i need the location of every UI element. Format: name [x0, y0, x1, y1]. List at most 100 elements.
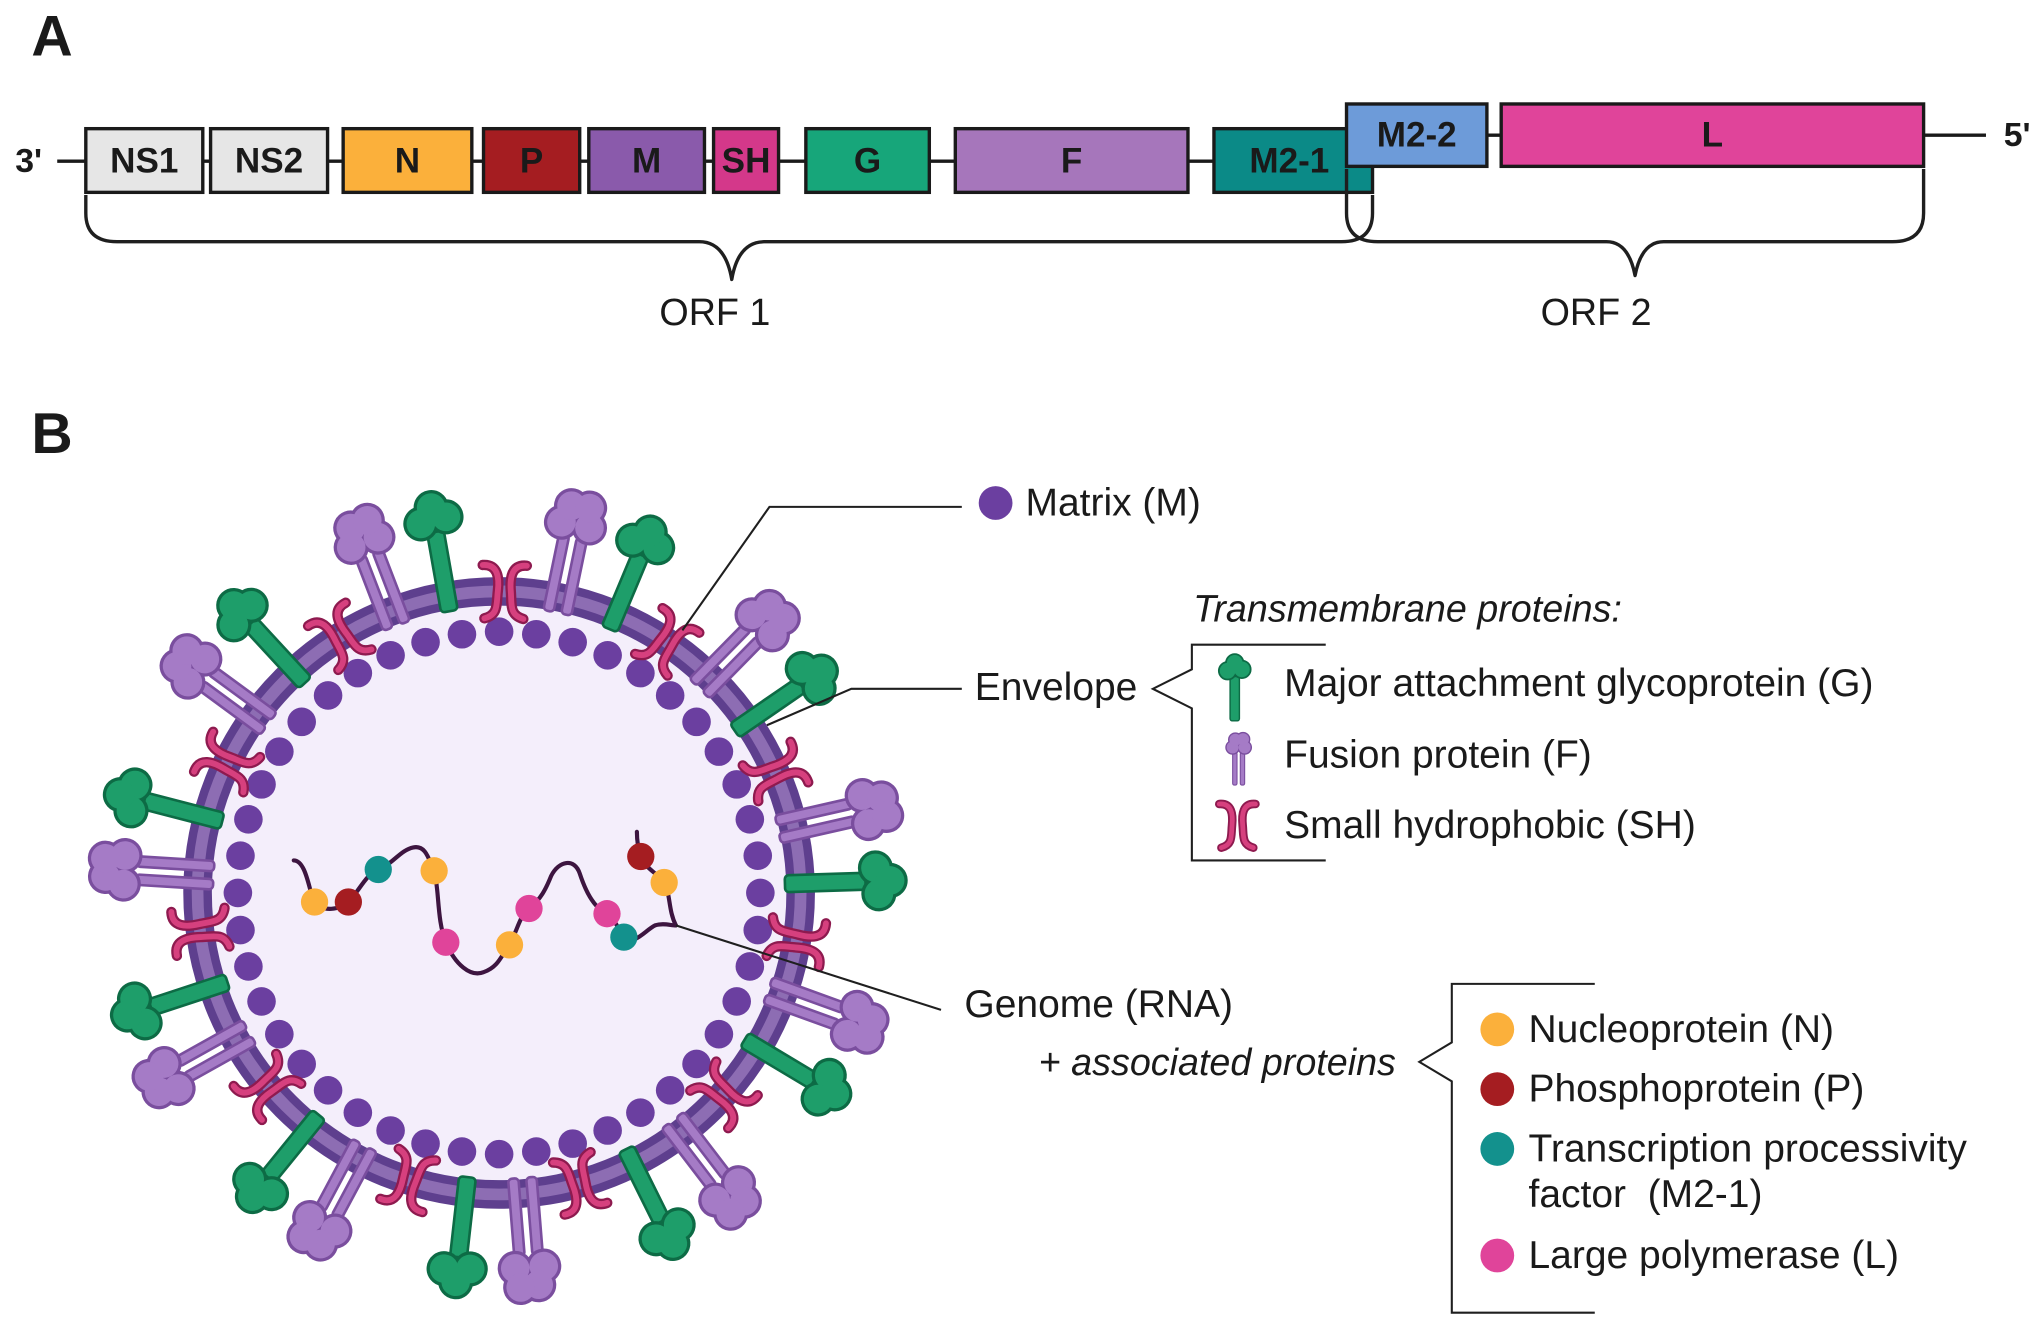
- end-3-label: 3': [15, 142, 42, 180]
- nucleoprotein-dot: [650, 868, 678, 897]
- matrix-protein: [655, 1076, 685, 1105]
- matrix-protein: [626, 658, 655, 688]
- gene-label: NS2: [235, 142, 303, 181]
- matrix-protein: [313, 681, 343, 710]
- gene-ns2: NS2: [208, 126, 330, 195]
- matrix-protein: [593, 1116, 622, 1145]
- polymerase-dot: [432, 928, 460, 956]
- matrix-protein: [247, 987, 276, 1016]
- matrix-protein: [521, 619, 551, 649]
- end-5-label: 5': [2004, 116, 2031, 154]
- matrix-protein: [411, 627, 440, 657]
- gene-f: F: [953, 126, 1190, 195]
- fusion-protein-f-label: Fusion protein (F): [1284, 734, 1592, 777]
- gene-box: [341, 126, 474, 195]
- nucleoprotein-dot: [300, 888, 329, 916]
- matrix-layer: [223, 617, 775, 1169]
- m2-1-legend-dot: [1480, 1132, 1515, 1166]
- matrix-protein: [735, 805, 765, 834]
- matrix-protein: [376, 641, 405, 670]
- genome-leader-line: [675, 924, 942, 1011]
- panel-b: B: [31, 402, 1967, 1314]
- phosphoprotein-dot: [334, 888, 362, 916]
- gene-box: [1499, 102, 1926, 169]
- gene-sh: SH: [711, 126, 781, 195]
- matrix-protein: [521, 1137, 551, 1166]
- matrix-label: Matrix (M): [1025, 481, 1200, 524]
- matrix-protein: [234, 805, 263, 834]
- gene-m: M: [587, 126, 707, 195]
- gene-box: [1344, 102, 1489, 169]
- matrix-protein: [484, 1139, 514, 1169]
- genome-label: Genome (RNA): [964, 983, 1233, 1026]
- matrix-protein: [735, 952, 765, 981]
- m2-1-label-line-2: factor (M2-1): [1528, 1173, 1762, 1216]
- gene-label: SH: [722, 142, 771, 181]
- matrix-protein: [343, 1098, 373, 1127]
- matrix-protein: [558, 627, 587, 657]
- matrix-protein: [593, 641, 622, 670]
- orf2-label: ORF 2: [1541, 291, 1652, 333]
- associated-proteins-label: + associated proteins: [1039, 1041, 1396, 1083]
- glycoprotein-g-label: Major attachment glycoprotein (G): [1284, 662, 1873, 705]
- gene-l: L: [1499, 102, 1926, 169]
- small-hydrophobic-sh-label: Small hydrophobic (SH): [1284, 804, 1696, 847]
- genome-rna: [291, 829, 678, 976]
- virion-interior: [210, 604, 788, 1182]
- nucleoprotein-dot: [495, 931, 524, 959]
- gene-label: NS1: [110, 142, 178, 181]
- matrix-protein: [655, 681, 685, 710]
- matrix-protein: [287, 1049, 316, 1079]
- matrix-protein: [287, 707, 316, 737]
- panel-a-letter: A: [31, 4, 72, 68]
- gene-label: M: [632, 142, 661, 181]
- rna-strand: [291, 845, 678, 976]
- gene-label: F: [1061, 142, 1082, 181]
- transmembrane-heading: Transmembrane proteins:: [1193, 587, 1622, 629]
- gene-box: [481, 126, 582, 195]
- matrix-protein: [743, 841, 773, 871]
- matrix-protein: [722, 987, 752, 1016]
- matrix-protein: [682, 707, 711, 737]
- matrix-protein: [247, 770, 276, 799]
- gene-n: N: [341, 126, 474, 195]
- gene-m2-2: M2-2: [1344, 102, 1489, 169]
- matrix-protein: [343, 658, 373, 688]
- m2-1-label-line-1: Transcription processivity: [1528, 1127, 1967, 1170]
- polymerase-dot: [515, 894, 543, 923]
- small-hydrophobic-sh-icon: [1219, 804, 1255, 848]
- nucleoprotein-dot: [420, 857, 448, 885]
- orf1-label: ORF 1: [659, 291, 770, 333]
- gene-box: [208, 126, 330, 195]
- virion: [89, 486, 906, 1303]
- panel-a: A 3' 5' NS1 NS2 N P M SH: [15, 4, 2030, 333]
- gene-ns1: NS1: [84, 126, 205, 195]
- gene-label: P: [520, 142, 543, 181]
- polymerase-dot: [593, 900, 621, 928]
- gene-label: M2-2: [1377, 116, 1457, 155]
- matrix-protein: [447, 619, 477, 649]
- matrix-protein: [234, 952, 263, 981]
- matrix-protein: [558, 1129, 587, 1158]
- gene-box: [587, 126, 707, 195]
- matrix-protein: [226, 841, 255, 871]
- matrix-protein: [226, 915, 255, 945]
- panel-b-letter: B: [31, 402, 72, 466]
- matrix-protein: [746, 878, 775, 908]
- matrix-protein: [704, 737, 734, 766]
- gene-label: L: [1702, 116, 1723, 155]
- phosphoprotein-dot: [627, 842, 655, 871]
- phosphoprotein-label: Phosphoprotein (P): [1528, 1068, 1864, 1111]
- glycoprotein-g-icon: [1217, 653, 1252, 723]
- matrix-protein: [626, 1098, 655, 1127]
- matrix-protein: [484, 617, 514, 646]
- nucleoprotein-legend-dot: [1480, 1012, 1515, 1047]
- polymerase-label: Large polymerase (L): [1528, 1234, 1899, 1277]
- transmembrane-bracket: [1150, 643, 1326, 862]
- matrix-protein: [682, 1049, 711, 1079]
- orf1-brace: [84, 194, 1375, 282]
- matrix-protein: [265, 737, 294, 766]
- polymerase-legend-dot: [1480, 1238, 1515, 1273]
- gene-label: G: [854, 142, 881, 181]
